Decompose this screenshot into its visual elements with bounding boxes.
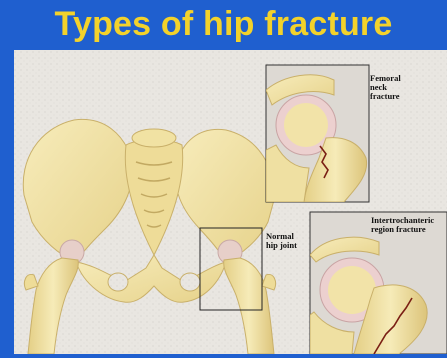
label-normal-hip-joint: Normal hip joint <box>266 232 297 250</box>
label-femoral-neck-fracture: Femoral neck fracture <box>370 74 401 101</box>
title-banner: Types of hip fracture <box>0 0 447 48</box>
page-title: Types of hip fracture <box>55 5 393 44</box>
label-intertrochanteric-fracture: Intertrochanteric region fracture <box>371 216 434 234</box>
illustration-panel: Femoral neck fracture Normal hip joint I… <box>14 50 447 354</box>
femoral-neck-fracture-inset <box>266 65 369 202</box>
